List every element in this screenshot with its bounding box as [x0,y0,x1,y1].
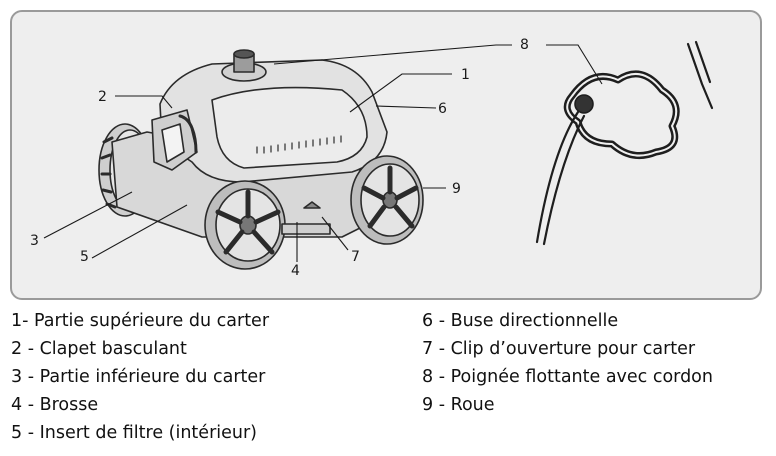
legend-item: 9 - Roue [422,395,495,415]
front-right-wheel [351,156,423,244]
top-nozzle [222,50,266,81]
robot-illustration [12,12,760,298]
callout-1: 1 [461,68,470,82]
brush [282,224,330,234]
legend-item: 7 - Clip d’ouverture pour carter [422,339,695,359]
callout-5: 5 [80,250,89,264]
legend-item: 2 - Clapet basculant [11,339,187,359]
callout-8: 8 [520,38,529,52]
floating-handle [537,42,712,244]
legend-item: 8 - Poignée flottante avec cordon [422,367,713,387]
callout-4: 4 [291,264,300,278]
legend-item: 5 - Insert de filtre (intérieur) [11,423,257,443]
front-left-wheel [205,181,285,269]
legend-item: 1- Partie supérieure du carter [11,311,269,331]
callout-2: 2 [98,90,107,104]
legend-item: 6 - Buse directionnelle [422,311,618,331]
legend-item: 4 - Brosse [11,395,98,415]
diagram-panel: 1 2 3 4 5 6 7 8 9 [10,10,762,300]
callout-6: 6 [438,102,447,116]
parts-legend: 1- Partie supérieure du carter 2 - Clape… [0,308,776,456]
legend-item: 3 - Partie inférieure du carter [11,367,265,387]
callout-3: 3 [30,234,39,248]
callout-7: 7 [351,250,360,264]
callout-9: 9 [452,182,461,196]
